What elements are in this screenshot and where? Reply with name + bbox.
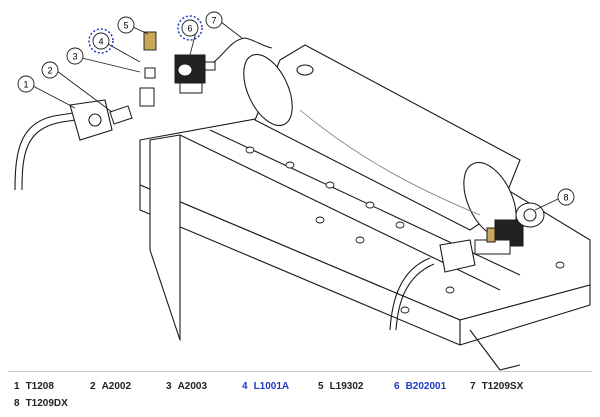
fittings-2-3: [109, 67, 156, 125]
callout-number: 6: [187, 24, 192, 34]
solenoid-valve-6: [174, 54, 206, 94]
callout-4[interactable]: 4: [88, 28, 114, 54]
callout-leader-lines: [32, 21, 559, 211]
chassis-frame: [139, 99, 591, 371]
callout-number: 1: [23, 80, 28, 90]
callout-number: 8: [563, 193, 568, 203]
callout-number: 4: [98, 37, 103, 47]
callout-5[interactable]: 5: [117, 16, 135, 34]
callout-7[interactable]: 7: [205, 11, 223, 29]
right-pipe: [389, 239, 476, 331]
valve-5: [143, 31, 157, 51]
callout-number: 3: [72, 52, 77, 62]
boiler-cylinder: [243, 44, 521, 238]
callout-2[interactable]: 2: [41, 61, 59, 79]
callout-1[interactable]: 1: [17, 75, 35, 93]
legend-divider: [8, 371, 592, 372]
exploded-assembly-diagram: 1 2 3 4 5 6 7 8: [14, 11, 591, 371]
pipe-fitting-assembly: [14, 99, 113, 191]
frame-bolts: [245, 146, 565, 314]
sensor-cable-7: [204, 37, 273, 71]
callout-number: 2: [47, 66, 52, 76]
callout-number: 7: [211, 16, 216, 26]
callout-8[interactable]: 8: [557, 188, 575, 206]
callout-number: 5: [123, 21, 128, 31]
callout-6[interactable]: 6: [177, 15, 203, 41]
callout-3[interactable]: 3: [66, 47, 84, 65]
